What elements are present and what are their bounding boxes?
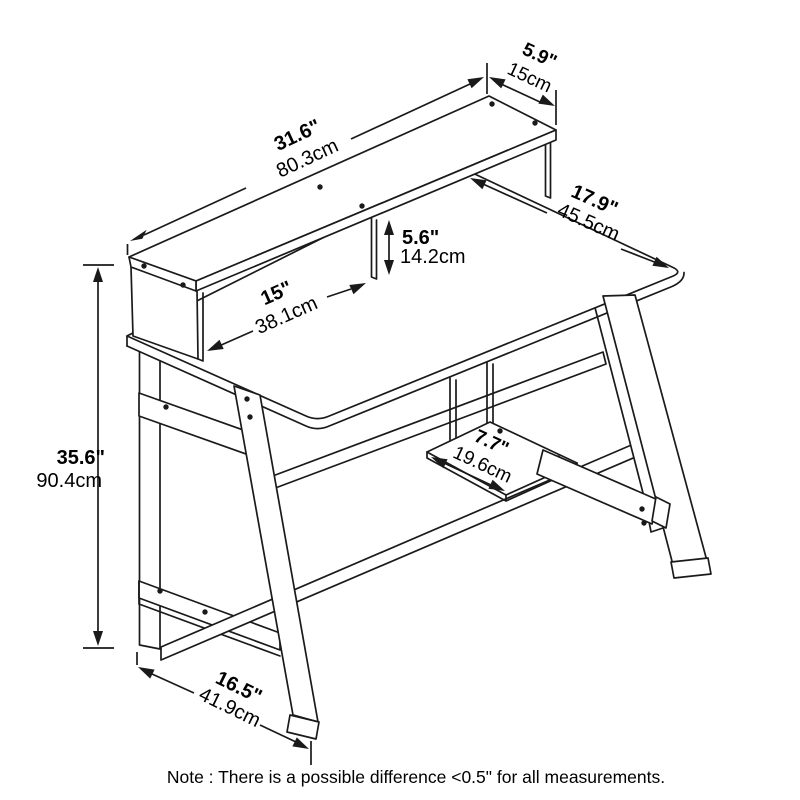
right-front-leg (602, 294, 712, 579)
desk-height-inches: 35.6" (57, 447, 105, 469)
dimension-opening-height: 5.6" 14.2cm (384, 220, 466, 275)
dimension-desk-height: 35.6" 90.4cm (36, 264, 114, 649)
desk-height-cm: 90.4cm (36, 470, 102, 492)
desk-top (126, 167, 685, 430)
opening-height-cm: 14.2cm (400, 246, 466, 268)
rail-end-cap (651, 496, 671, 529)
hutch-divider (370, 217, 378, 280)
hutch-top-board (128, 95, 557, 292)
opening-height-inches: 5.6" (402, 227, 439, 249)
shelf-support-rail (536, 449, 659, 526)
hutch (128, 95, 557, 362)
measurement-note: Note : There is a possible difference <0… (167, 767, 665, 787)
left-rear-leg (138, 351, 161, 650)
left-front-leg (233, 385, 320, 740)
dimension-hutch-width: 31.6" 80.3cm (126, 63, 488, 255)
shelf-posts (449, 361, 494, 444)
